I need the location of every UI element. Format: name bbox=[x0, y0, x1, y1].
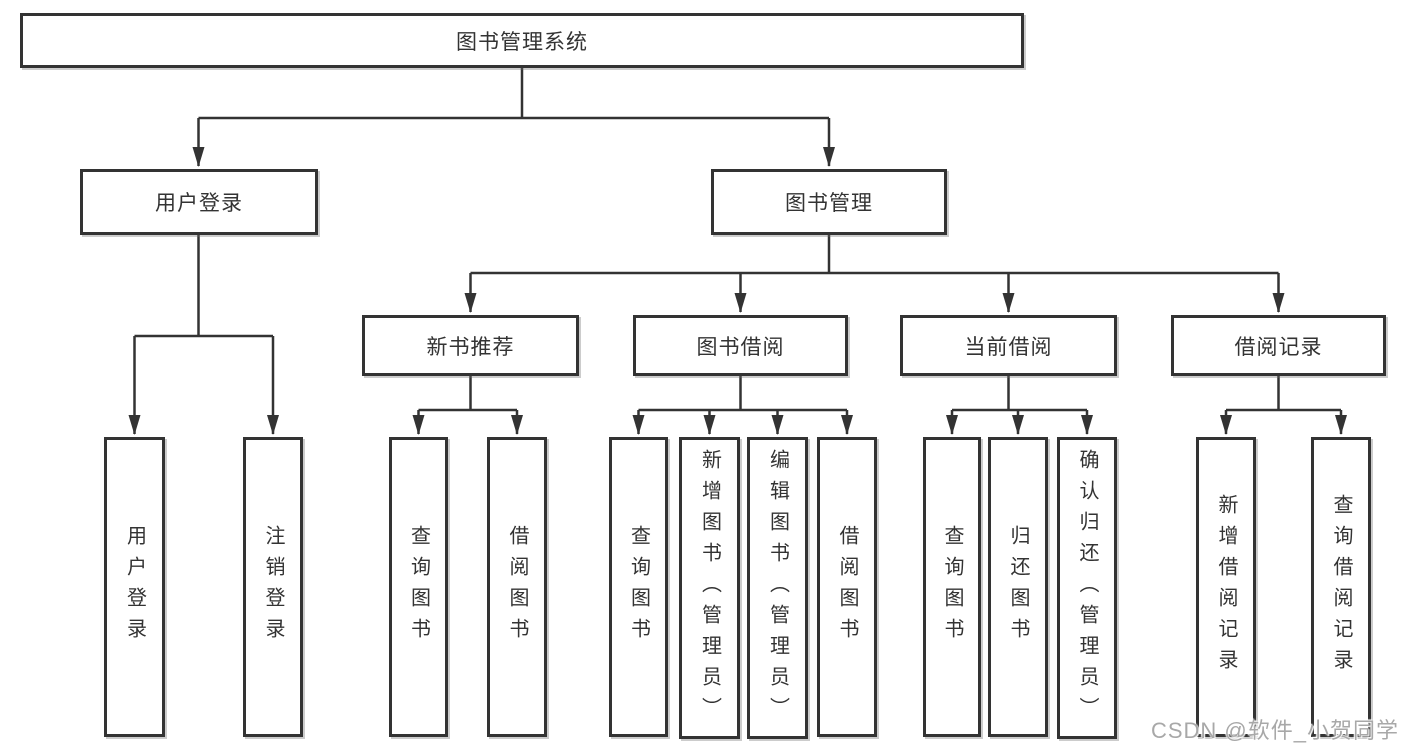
node-label: 用户登录 bbox=[123, 525, 146, 649]
node-label: 新增借阅记录 bbox=[1215, 494, 1237, 680]
node-label: 归还图书 bbox=[1007, 525, 1029, 649]
node-label: 编辑图书（管理员） bbox=[766, 448, 789, 728]
node-root-library-system: 图书管理系统 bbox=[20, 13, 1024, 68]
node-label: 图书管理 bbox=[785, 192, 873, 215]
leaf-edit-book-admin: 编辑图书（管理员） bbox=[747, 437, 808, 739]
leaf-borrow-books: 借阅图书 bbox=[817, 437, 877, 737]
node-label: 借阅图书 bbox=[506, 525, 528, 649]
node-label: 查询图书 bbox=[941, 525, 963, 649]
leaf-user-login: 用户登录 bbox=[104, 437, 165, 737]
leaf-query-borrow-record: 查询借阅记录 bbox=[1311, 437, 1371, 737]
node-label: 图书借阅 bbox=[696, 335, 785, 359]
node-label: 查询图书 bbox=[407, 525, 430, 649]
leaf-add-borrow-record: 新增借阅记录 bbox=[1196, 437, 1256, 737]
node-label: 当前借阅 bbox=[964, 335, 1053, 359]
node-label: 新增图书（管理员） bbox=[698, 448, 721, 728]
node-label: 确认归还（管理员） bbox=[1076, 448, 1098, 728]
node-label: 查询借阅记录 bbox=[1330, 494, 1352, 680]
leaf-return-books: 归还图书 bbox=[988, 437, 1048, 737]
node-new-book-recommend: 新书推荐 bbox=[362, 315, 579, 376]
node-user-login: 用户登录 bbox=[80, 169, 318, 235]
node-borrowing-records: 借阅记录 bbox=[1171, 315, 1386, 376]
node-label: 借阅图书 bbox=[836, 525, 858, 649]
node-book-borrowing: 图书借阅 bbox=[633, 315, 848, 376]
leaf-borrow-books-recommend: 借阅图书 bbox=[487, 437, 547, 737]
leaf-confirm-return-admin: 确认归还（管理员） bbox=[1057, 437, 1117, 739]
node-label: 借阅记录 bbox=[1234, 335, 1323, 359]
node-label: 查询图书 bbox=[627, 525, 650, 649]
leaf-query-books-borrowing: 查询图书 bbox=[609, 437, 668, 737]
leaf-add-book-admin: 新增图书（管理员） bbox=[679, 437, 740, 739]
leaf-query-books-current: 查询图书 bbox=[923, 437, 981, 737]
csdn-watermark: CSDN @软件_小贺同学 bbox=[1150, 718, 1399, 743]
node-label: 新书推荐 bbox=[426, 335, 515, 359]
node-label: 注销登录 bbox=[262, 525, 284, 649]
leaf-logout: 注销登录 bbox=[243, 437, 303, 737]
node-label: 用户登录 bbox=[155, 192, 243, 215]
node-book-management: 图书管理 bbox=[711, 169, 947, 235]
node-current-borrowing: 当前借阅 bbox=[900, 315, 1117, 376]
leaf-query-books-recommend: 查询图书 bbox=[389, 437, 448, 737]
node-label: 图书管理系统 bbox=[456, 30, 588, 54]
